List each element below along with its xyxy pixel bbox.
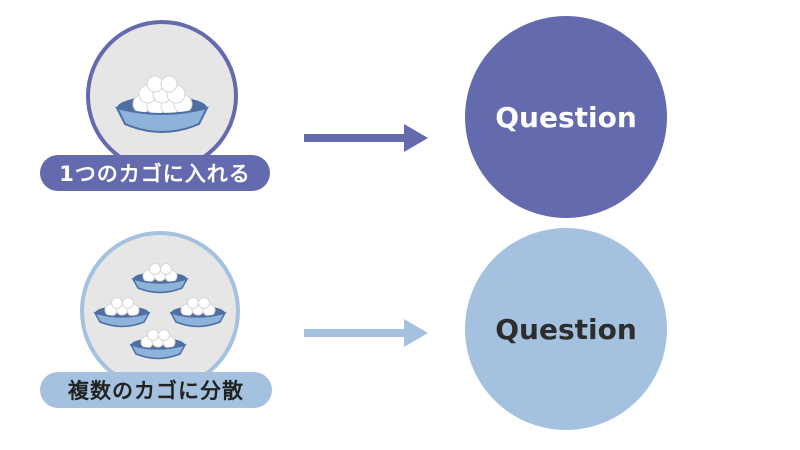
baskets-illustration — [93, 263, 227, 360]
basket-illustration — [115, 75, 209, 133]
result-circle-top: Question — [465, 16, 667, 218]
label-multiple-baskets: 複数のカゴに分散 — [40, 372, 272, 408]
right-arrow-icon — [304, 124, 428, 152]
row-multiple-baskets: 複数のカゴに分散 Question — [0, 225, 800, 450]
row-single-basket: 1つのカゴに入れる Question — [40, 16, 667, 218]
egg-basket-icon-right — [169, 297, 227, 328]
egg-basket-icon-top — [131, 263, 189, 294]
egg-basket-icon — [115, 75, 209, 133]
result-circle-bottom: Question — [465, 228, 667, 430]
label-single-basket: 1つのカゴに入れる — [40, 155, 270, 191]
egg-basket-icon-left — [93, 297, 151, 328]
right-arrow-icon — [304, 319, 428, 347]
multiple-baskets-icon — [80, 231, 240, 391]
single-basket-icon — [86, 20, 238, 172]
egg-basket-icon-bottom — [129, 329, 187, 360]
